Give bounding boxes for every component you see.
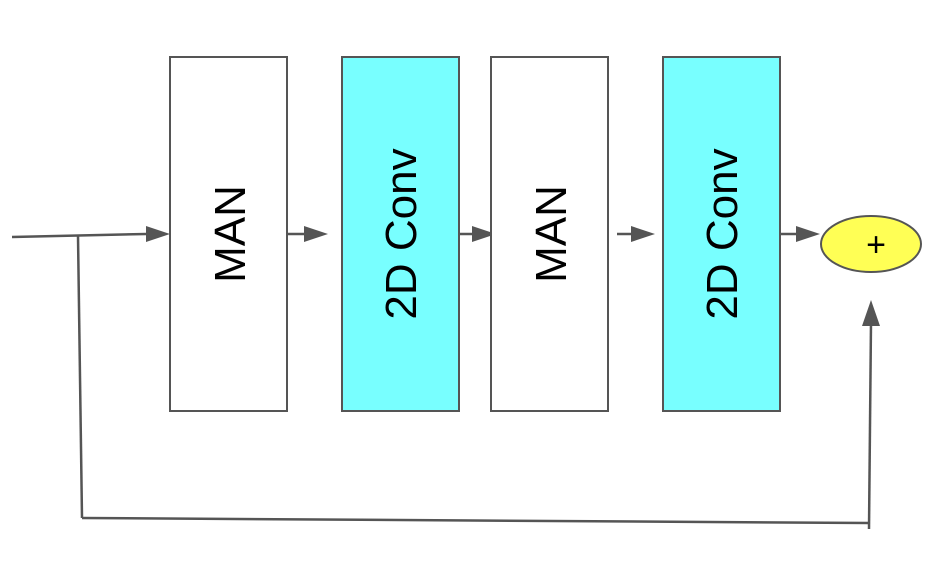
arrow-4-head xyxy=(796,226,820,242)
block-man-1-label: MAN xyxy=(206,185,255,283)
block-man-2-label: MAN xyxy=(527,185,576,283)
skip-branch-down xyxy=(76,235,84,519)
block-man-2: MAN xyxy=(490,56,609,412)
block-man-1: MAN xyxy=(169,56,288,412)
arrow-1-head xyxy=(304,226,328,242)
skip-arrow-head xyxy=(862,300,880,326)
skip-bottom-line xyxy=(81,516,870,525)
block-conv-1-label: 2D Conv xyxy=(377,148,426,319)
block-conv-2: 2D Conv xyxy=(662,56,781,412)
input-line xyxy=(11,232,147,239)
arrow-into-man-1 xyxy=(146,226,170,242)
arrow-2-head xyxy=(472,226,496,242)
arrow-3-head xyxy=(631,226,655,242)
sum-node-label: + xyxy=(866,226,886,264)
block-conv-1: 2D Conv xyxy=(341,56,460,412)
sum-node: + xyxy=(820,215,922,273)
block-conv-2-label: 2D Conv xyxy=(698,148,747,319)
skip-up-line xyxy=(867,321,873,530)
